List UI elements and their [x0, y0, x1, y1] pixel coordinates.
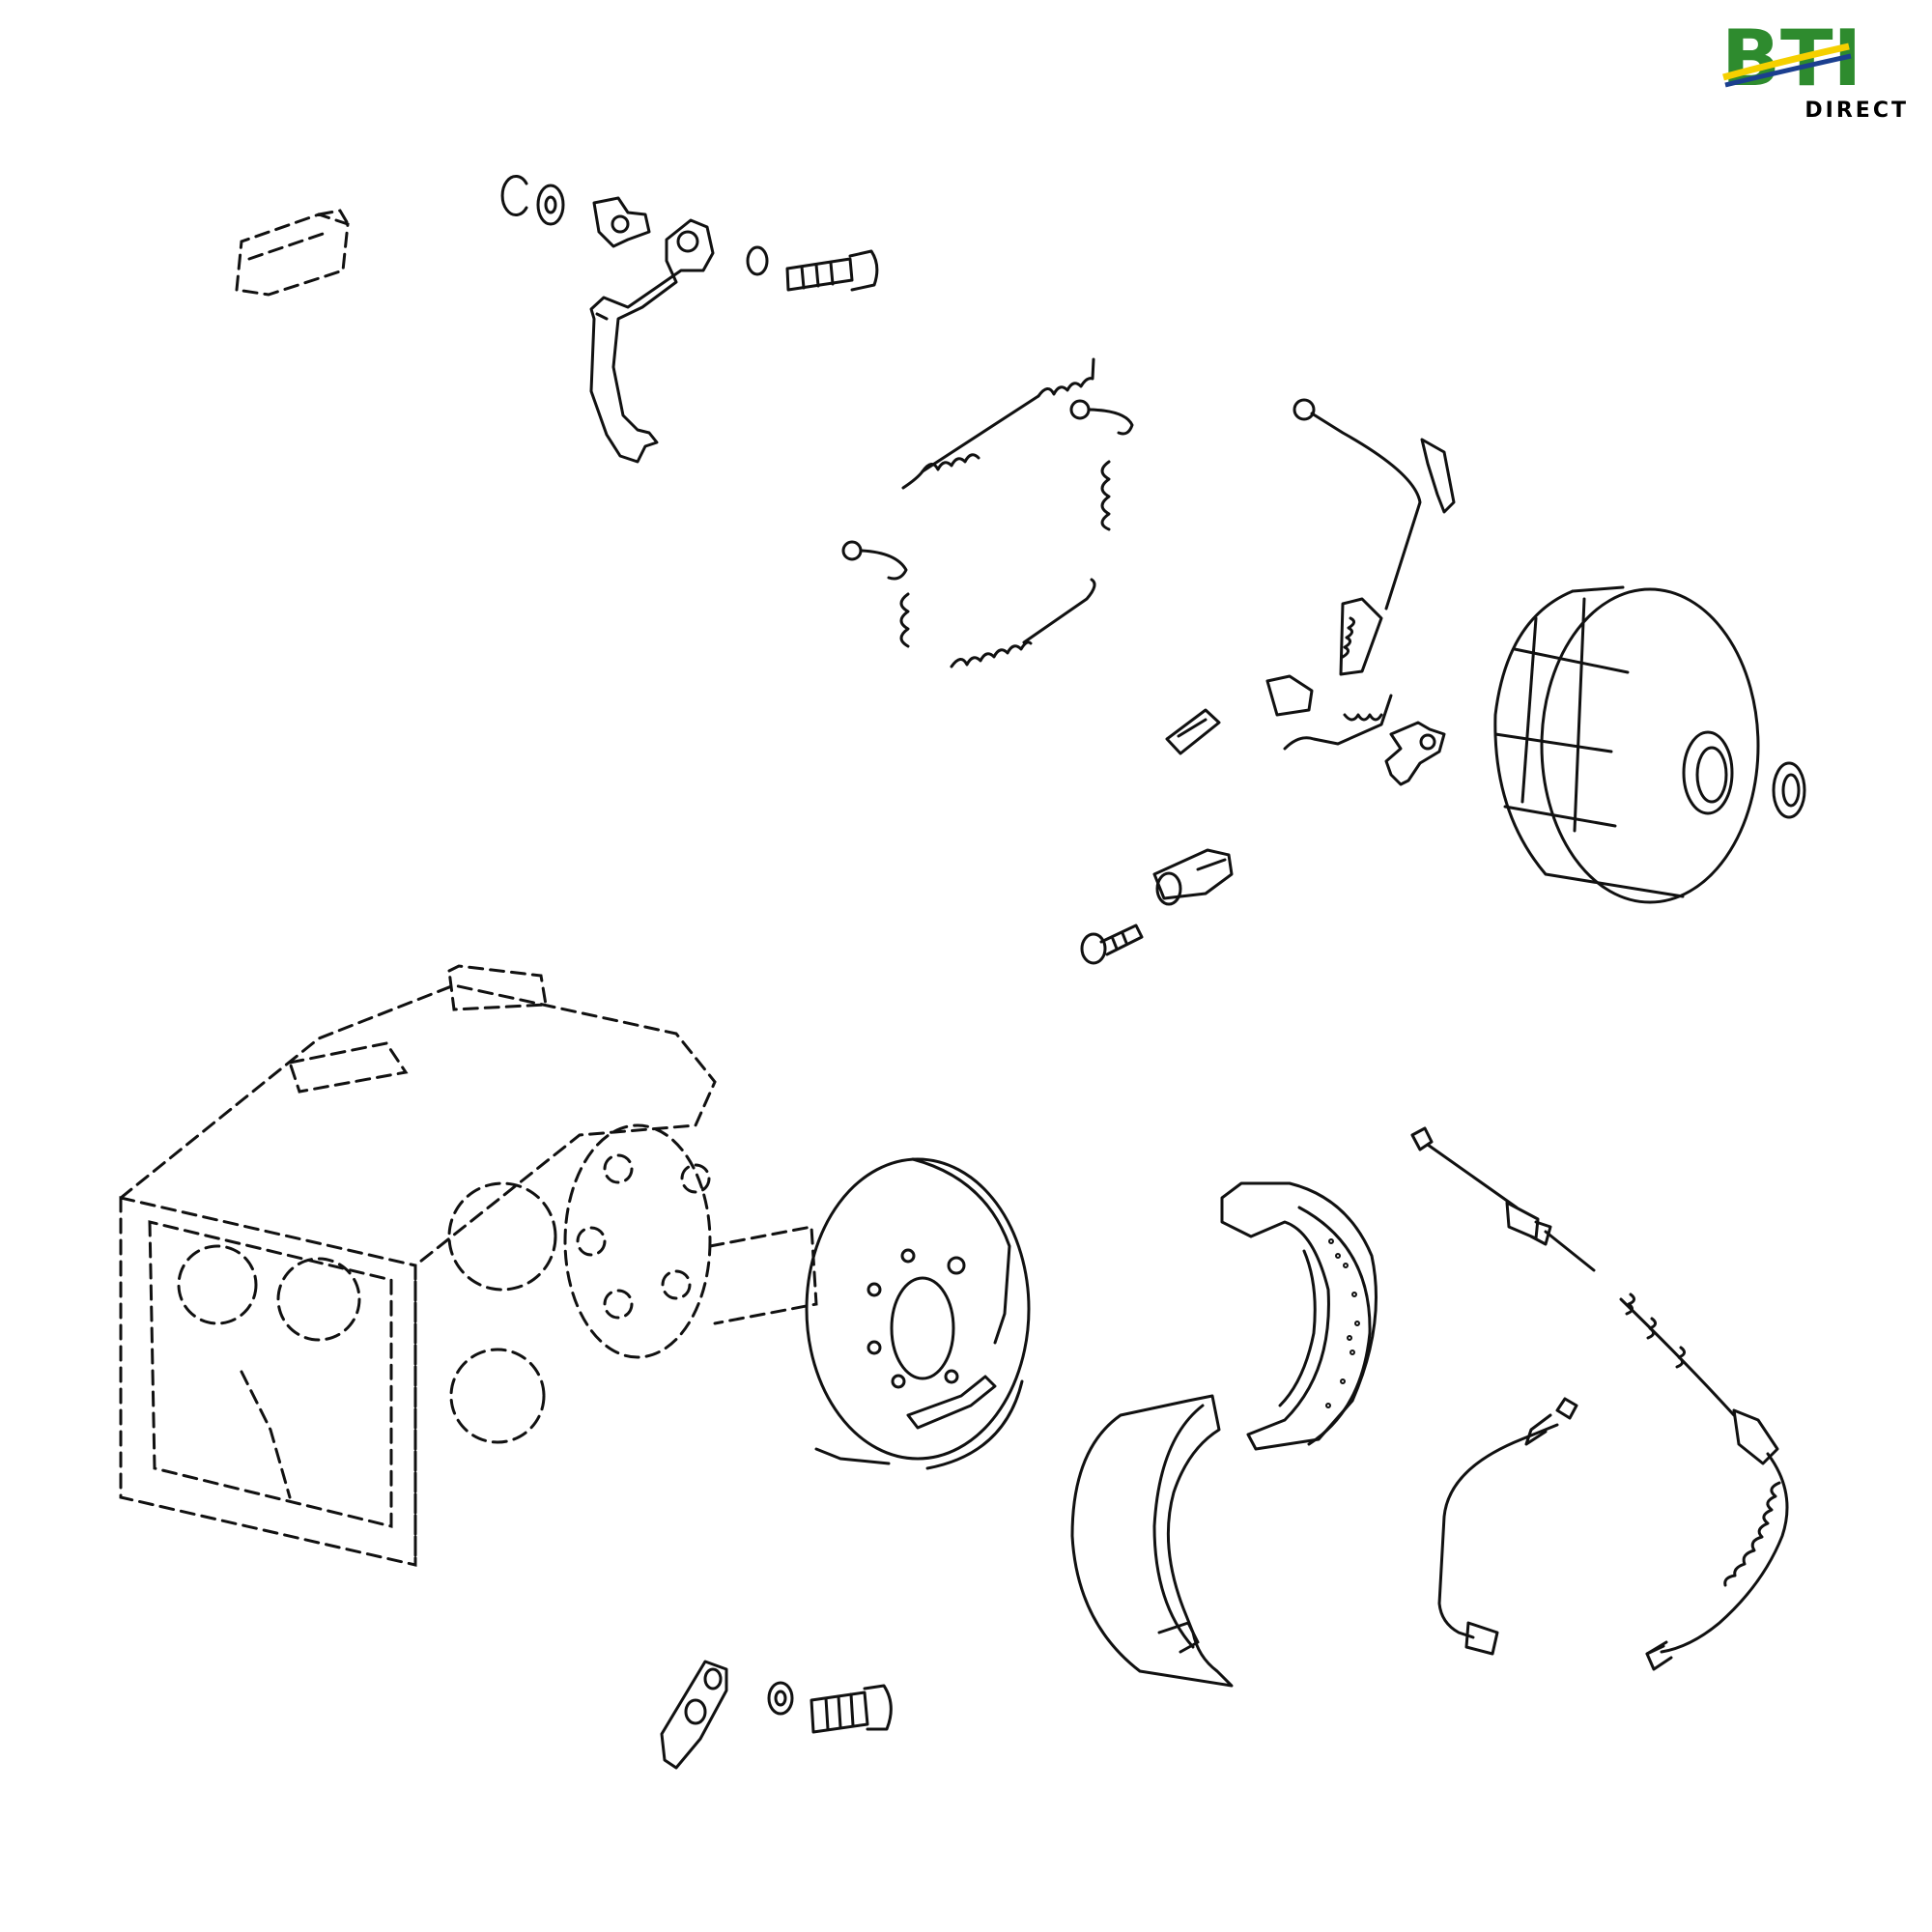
- bracket-washer: [767, 1681, 794, 1716]
- backing-plate: [805, 1157, 1031, 1470]
- snap-ring: [500, 175, 528, 216]
- logo-blue-stripe: [1724, 53, 1852, 88]
- bleeder-screw: [1196, 858, 1227, 871]
- adjuster-spring: [1283, 694, 1393, 751]
- cable-bracket: [660, 1660, 728, 1770]
- transmission-housing: [119, 964, 818, 1567]
- drum-seal: [1772, 761, 1806, 819]
- logo-swoosh: BTI: [1721, 17, 1861, 99]
- lever-pin-washer: [746, 245, 769, 276]
- brake-shoe-front: [1220, 1181, 1378, 1451]
- logo-sub-text: DIRECT: [1804, 99, 1909, 123]
- brake-shoe-rear: [1070, 1394, 1234, 1688]
- bti-direct-logo: BTI DIRECT: [1721, 17, 1915, 124]
- strut: [1165, 708, 1221, 755]
- brake-drum: [1493, 585, 1760, 904]
- logo-yellow-stripe: [1722, 43, 1850, 81]
- cylinder-bolt: [1080, 923, 1144, 965]
- upper-return-spring: [901, 357, 1095, 490]
- parking-brake-switch: [235, 209, 352, 297]
- wheel-cylinder: [1152, 848, 1234, 906]
- parking-brake-lever: [589, 218, 715, 464]
- bracket-bolt: [810, 1684, 893, 1734]
- cable-guide: [1420, 438, 1456, 514]
- lever-pin-bolt: [785, 249, 879, 292]
- brake-pipe: [1437, 1397, 1578, 1656]
- hold-down-pin: [841, 399, 1134, 581]
- brake-lever-bracket: [592, 196, 651, 248]
- wheel-cylinder-plug: [1265, 674, 1314, 717]
- brake-hose: [1645, 1644, 1665, 1656]
- adjuster-cable: [1293, 398, 1422, 676]
- lower-return-spring: [950, 578, 1096, 668]
- hold-down-spring: [899, 460, 1111, 648]
- washer: [536, 184, 565, 226]
- parking-brake-cable: [1410, 1126, 1789, 1671]
- adjusting-lever: [1384, 721, 1446, 786]
